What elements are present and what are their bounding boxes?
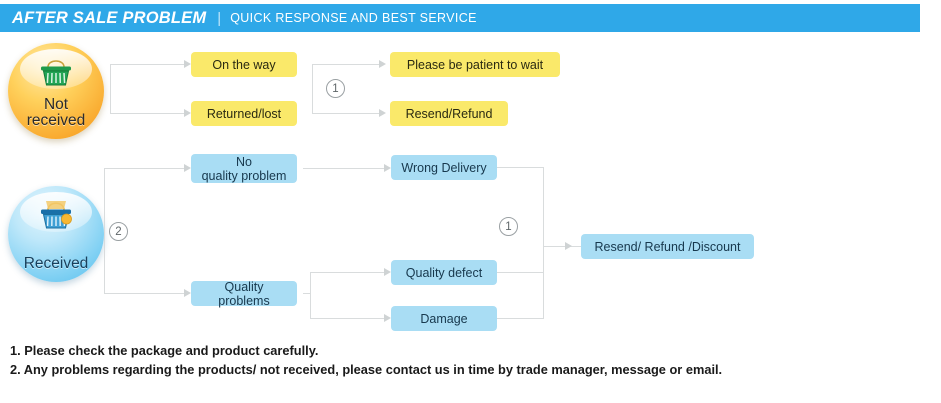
node-label: Please be patient to wait — [406, 57, 544, 72]
node-no-quality-problem: No quality problem — [191, 154, 297, 183]
arrow-head-icon — [384, 268, 391, 276]
connector-line — [310, 318, 385, 319]
step-marker-1: 1 — [326, 79, 345, 98]
connector-line — [303, 293, 310, 294]
node-label: On the way — [212, 57, 276, 72]
note-line-1: 1. Please check the package and product … — [10, 343, 319, 358]
connector-line — [104, 168, 105, 293]
connector-line — [543, 167, 544, 319]
node-label-line2: quality problem — [201, 168, 287, 183]
connector-line — [310, 272, 311, 319]
node-returned-lost: Returned/lost — [191, 101, 297, 126]
node-label-line1: No — [236, 154, 252, 169]
node-resend-refund-discount: Resend/ Refund /Discount — [581, 234, 754, 259]
node-quality-defect: Quality defect — [391, 260, 497, 285]
note-line-2: 2. Any problems regarding the products/ … — [10, 361, 723, 377]
connector-line — [110, 64, 185, 65]
step-marker-label: 1 — [332, 82, 339, 95]
arrow-head-icon — [565, 242, 572, 250]
node-label: Quality problems — [218, 279, 270, 308]
node-label: Resend/Refund — [405, 106, 493, 121]
node-wrong-delivery: Wrong Delivery — [391, 155, 497, 180]
connector-line — [312, 113, 380, 114]
arrow-head-icon — [379, 109, 386, 117]
stage-badge-not-received: Not received — [8, 43, 104, 139]
node-resend-refund: Resend/Refund — [390, 101, 508, 126]
node-label: Quality defect — [405, 265, 483, 280]
shopping-basket-icon — [34, 195, 78, 235]
node-on-the-way: On the way — [191, 52, 297, 77]
stage-badge-received: Received — [8, 186, 104, 282]
arrow-head-icon — [384, 164, 391, 172]
header-subtitle: QUICK RESPONSE AND BEST SERVICE — [230, 11, 477, 25]
connector-line — [312, 64, 380, 65]
step-marker-1-bottom: 1 — [499, 217, 518, 236]
arrow-head-icon — [184, 289, 191, 297]
header-separator: | — [217, 9, 222, 27]
shopping-basket-icon — [34, 52, 78, 92]
connector-line — [497, 167, 544, 168]
badge-label-line1: Not — [43, 96, 69, 114]
step-marker-2: 2 — [109, 222, 128, 241]
node-label: Damage — [420, 311, 468, 326]
arrow-head-icon — [384, 314, 391, 322]
node-label: No quality problem — [202, 155, 287, 183]
stage-badge-label: Not received — [27, 97, 86, 129]
arrow-head-icon — [184, 109, 191, 117]
header-banner: AFTER SALE PROBLEM | QUICK RESPONSE AND … — [0, 4, 920, 32]
node-quality-problems: Quality problems — [191, 279, 297, 308]
arrow-head-icon — [184, 164, 191, 172]
connector-line — [312, 64, 313, 114]
connector-line — [104, 168, 185, 169]
page-title: AFTER SALE PROBLEM — [12, 8, 207, 27]
arrow-head-icon — [379, 60, 386, 68]
step-marker-label: 1 — [505, 220, 512, 233]
connector-line — [110, 64, 111, 114]
connector-line — [543, 246, 583, 247]
badge-label-line2: received — [26, 112, 86, 130]
step-marker-label: 2 — [115, 225, 122, 238]
node-label: Returned/lost — [206, 106, 282, 121]
node-label: Wrong Delivery — [401, 160, 487, 175]
connector-line — [497, 272, 544, 273]
stage-badge-label: Received — [24, 256, 89, 272]
footer-notes: 1. Please check the package and product … — [10, 342, 930, 380]
node-label: Resend/ Refund /Discount — [594, 239, 741, 254]
connector-line — [310, 272, 385, 273]
badge-label-line1: Received — [23, 255, 89, 273]
connector-line — [104, 293, 185, 294]
connector-line — [497, 318, 544, 319]
connector-line — [110, 113, 185, 114]
connector-line — [303, 168, 385, 169]
arrow-head-icon — [184, 60, 191, 68]
node-damage: Damage — [391, 306, 497, 331]
node-please-be-patient-to-wait: Please be patient to wait — [390, 52, 560, 77]
